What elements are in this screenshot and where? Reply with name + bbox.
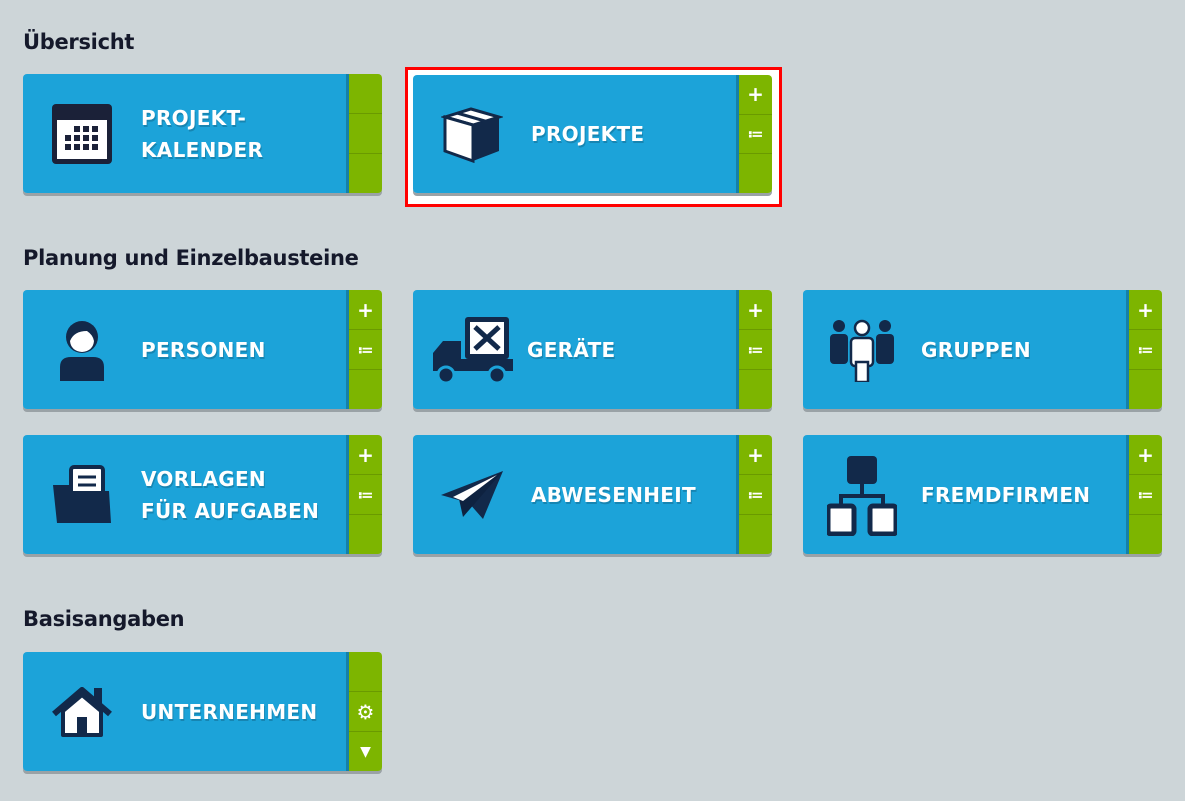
tile-personen[interactable]: PERSONEN + ≔ [23,290,382,409]
calendar-icon [23,74,141,193]
list-button[interactable]: ≔ [1129,474,1162,514]
tile-label: GRUPPEN [921,337,1031,362]
group-icon [803,290,921,409]
person-icon [23,290,141,409]
side-segment[interactable] [1129,369,1162,409]
tile-abwesenheit[interactable]: ABWESENHEIT + ≔ [413,435,772,554]
tile-label: FREMDFIRMEN [921,482,1091,507]
tile-gruppen[interactable]: GRUPPEN + ≔ [803,290,1162,409]
section-heading-planning: Planung und Einzelbausteine [23,246,359,270]
list-button[interactable]: ≔ [1129,329,1162,369]
tile-label: PERSONEN [141,337,266,362]
add-button[interactable]: + [357,297,374,322]
tile-fremdfirmen[interactable]: FREMDFIRMEN + ≔ [803,435,1162,554]
side-segment[interactable] [739,514,772,554]
list-button[interactable]: ≔ [349,474,382,514]
side-segment[interactable] [1129,514,1162,554]
tile-label: PROJEKTE [531,122,645,146]
tile-label: GERÄTE [527,337,616,362]
list-button[interactable]: ≔ [739,113,772,154]
tile-label: VORLAGEN [141,466,266,491]
paper-plane-icon [413,435,531,554]
tile-vorlagen[interactable]: VORLAGEN FÜR AUFGABEN + ≔ [23,435,382,554]
section-heading-basics: Basisangaben [23,607,185,631]
side-segment[interactable] [349,113,382,153]
tile-label: UNTERNEHMEN [141,699,318,724]
truck-tools-icon [413,290,531,409]
tile-projekt-kalender[interactable]: PROJEKT- KALENDER [23,74,382,193]
settings-button[interactable]: ⚙ [349,691,382,731]
tile-label: PROJEKT- [141,105,247,130]
tile-label: FÜR AUFGABEN [141,498,320,523]
side-segment[interactable] [349,514,382,554]
house-icon [23,652,141,771]
side-segment[interactable] [739,369,772,409]
tile-geraete[interactable]: GERÄTE + ≔ [413,290,772,409]
side-segment[interactable] [349,369,382,409]
add-button[interactable]: + [1137,442,1154,467]
add-button[interactable]: + [747,442,764,467]
list-button[interactable]: ≔ [739,474,772,514]
section-heading-overview: Übersicht [23,30,135,54]
add-button[interactable]: + [357,442,374,467]
org-chart-icon [803,435,921,554]
side-segment[interactable] [349,153,382,193]
side-segment[interactable] [349,74,382,113]
list-button[interactable]: ≔ [349,329,382,369]
tile-label: ABWESENHEIT [531,482,696,507]
add-button[interactable]: + [1137,297,1154,322]
tile-unternehmen[interactable]: UNTERNEHMEN ⚙▼ [23,652,382,771]
folder-document-icon [23,435,141,554]
add-button[interactable]: + [747,297,764,322]
add-button[interactable]: + [747,82,764,107]
side-segment[interactable] [349,652,382,691]
tile-label: KALENDER [141,137,264,162]
tile-projekte[interactable]: PROJEKTE + ≔ [413,75,772,193]
list-button[interactable]: ≔ [739,329,772,369]
box-icon [413,75,531,193]
expand-button[interactable]: ▼ [349,731,382,771]
side-segment[interactable] [739,153,772,193]
